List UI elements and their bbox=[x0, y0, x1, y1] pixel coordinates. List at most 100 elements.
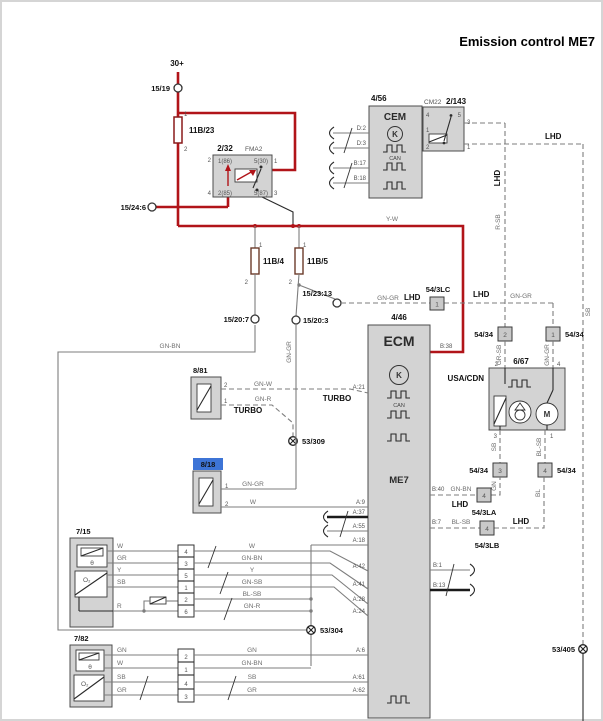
svg-text:15/20:7: 15/20:7 bbox=[224, 315, 249, 324]
splice-54-3lc[interactable]: 1 54/3LC bbox=[426, 285, 451, 311]
svg-text:4: 4 bbox=[557, 362, 561, 368]
wires-7-82-right: GN GN-BN SB GR A:6 A:61 A:62 bbox=[194, 647, 368, 701]
svg-text:M: M bbox=[544, 410, 551, 419]
svg-text:3: 3 bbox=[274, 191, 278, 197]
component-8-81[interactable]: 8/81 2 1 bbox=[190, 366, 228, 420]
svg-text:5(30): 5(30) bbox=[254, 159, 268, 165]
svg-text:CM22: CM22 bbox=[424, 99, 442, 106]
splice-54-34-2[interactable]: 2 54/34 bbox=[474, 326, 513, 342]
wire-label: GN-GR bbox=[510, 293, 532, 300]
fuse-11b23[interactable]: 11B/23 1 2 bbox=[173, 112, 215, 153]
svg-text:2/143: 2/143 bbox=[446, 97, 467, 106]
relay-2-32[interactable]: 2/32 FMA2 2 4 1(86) 5(30) 2(85) 5(87) 1 … bbox=[208, 144, 278, 198]
wire-label: BL-SB bbox=[452, 519, 471, 526]
ground-53-405[interactable]: 53/405 bbox=[552, 644, 588, 654]
svg-text:ECM: ECM bbox=[383, 333, 414, 349]
lhd-label: LHD bbox=[404, 293, 421, 302]
svg-text:B:40: B:40 bbox=[432, 487, 445, 493]
splice-54-34-1[interactable]: 1 54/34 bbox=[545, 326, 585, 342]
cem-module[interactable]: 4/56 CEM K CAN bbox=[368, 94, 423, 199]
wire-label: GN-GR bbox=[377, 295, 399, 302]
svg-text:4: 4 bbox=[426, 113, 430, 119]
connector-15-20-3[interactable]: 15/20:3 bbox=[291, 315, 328, 325]
connector-15-23-13[interactable]: 15/23:13 bbox=[302, 289, 342, 308]
wire-label: SB bbox=[585, 308, 592, 317]
svg-text:CAN: CAN bbox=[393, 403, 405, 409]
svg-text:1: 1 bbox=[303, 243, 307, 249]
wire-b40-lhd: B:40 GN-BN LHD GN bbox=[430, 477, 501, 509]
wire-turbo-signal: GN-W TURBO A:21 bbox=[221, 381, 369, 403]
wires-8-18: GN-GR W A:9 bbox=[221, 481, 368, 508]
svg-text:4: 4 bbox=[184, 550, 188, 556]
svg-text:4: 4 bbox=[485, 526, 489, 533]
sensor-7-82[interactable]: 7/82 θ O₂ bbox=[69, 634, 113, 708]
svg-text:15/20:3: 15/20:3 bbox=[303, 316, 328, 325]
wire-label: GN-BN bbox=[242, 555, 263, 562]
wire-label: GN-W bbox=[254, 381, 273, 388]
svg-text:2: 2 bbox=[245, 280, 249, 286]
svg-text:5: 5 bbox=[184, 574, 188, 580]
wire-a18: A:18 bbox=[311, 538, 368, 546]
lhd-label: LHD bbox=[452, 500, 469, 509]
svg-text:D:2: D:2 bbox=[357, 126, 367, 132]
svg-text:1: 1 bbox=[184, 112, 188, 118]
svg-text:11B/5: 11B/5 bbox=[307, 257, 328, 266]
svg-text:A:42: A:42 bbox=[353, 564, 366, 570]
ground-53-309[interactable]: 53/309 bbox=[288, 436, 325, 446]
ground-icon bbox=[578, 644, 588, 654]
splice-54-3la[interactable]: 4 54/3LA bbox=[472, 487, 497, 517]
svg-text:3: 3 bbox=[184, 562, 188, 568]
component-8-18[interactable]: 8/18 1 2 bbox=[192, 458, 229, 514]
page-title: Emission control ME7 bbox=[459, 34, 595, 49]
svg-text:1: 1 bbox=[224, 399, 228, 405]
splice-54-3lb[interactable]: 4 54/3LB bbox=[475, 520, 500, 550]
connector-15-24-6[interactable]: 15/24:6 bbox=[121, 202, 157, 212]
svg-text:15/24:6: 15/24:6 bbox=[121, 203, 146, 212]
connector-15-19[interactable]: 15/19 bbox=[151, 83, 183, 93]
ground-icon bbox=[306, 625, 316, 635]
fuse-11b4[interactable]: 11B/4 1 2 bbox=[245, 243, 285, 286]
wire-twisted-pair-b1-b13: B:1 B:13 bbox=[430, 563, 476, 597]
relay-switch-icon bbox=[252, 165, 263, 192]
region-label: USA/CDN bbox=[448, 374, 485, 383]
svg-text:2: 2 bbox=[208, 158, 212, 164]
wire-label: GN-SB bbox=[242, 579, 263, 586]
svg-text:53/309: 53/309 bbox=[302, 437, 325, 446]
svg-text:1: 1 bbox=[225, 484, 229, 490]
svg-text:2: 2 bbox=[224, 383, 228, 389]
wire-label: Y bbox=[117, 567, 122, 574]
fuse-11b5[interactable]: 11B/5 1 2 bbox=[289, 243, 329, 286]
wire-label: R-SB bbox=[495, 214, 502, 230]
fuse-output-wires bbox=[254, 273, 336, 317]
splice-54-34-4[interactable]: 4 54/34 bbox=[537, 462, 577, 478]
svg-text:4/46: 4/46 bbox=[391, 313, 407, 322]
svg-text:54/34: 54/34 bbox=[565, 330, 585, 339]
svg-text:O₂: O₂ bbox=[83, 577, 91, 584]
supply-30-label: 30+ bbox=[170, 59, 184, 68]
lhd-label: LHD bbox=[493, 170, 502, 187]
sensor-7-15[interactable]: 7/15 θ O₂ bbox=[69, 527, 114, 628]
svg-text:A:61: A:61 bbox=[353, 675, 366, 681]
connector-block-7-15[interactable]: 4 3 5 1 2 6 bbox=[177, 544, 195, 618]
lhd-label: LHD bbox=[545, 132, 562, 141]
wire-lhd-right-net: LHD SB LHD R-SB bbox=[464, 122, 592, 721]
ecm-pin-b38: B:38 bbox=[440, 344, 453, 350]
ecm-module[interactable]: 4/46 ECM K CAN ME7 bbox=[367, 313, 431, 719]
svg-text:4/56: 4/56 bbox=[371, 94, 387, 103]
turbo-label: TURBO bbox=[323, 394, 351, 403]
ground-53-304[interactable]: 53/304 bbox=[306, 625, 344, 635]
connector-15-20-7[interactable]: 15/20:7 bbox=[224, 314, 260, 324]
connector-block-7-82[interactable]: 2 1 4 3 bbox=[177, 648, 195, 703]
wires-7-82-left: GN W SB GR bbox=[104, 647, 178, 701]
splice-54-34-3[interactable]: 3 54/34 bbox=[469, 462, 508, 478]
component-6-67[interactable]: 6/67 USA/CDN 2 4 3 1 M bbox=[448, 357, 566, 440]
k-symbol-icon bbox=[387, 126, 403, 142]
wire-label: W bbox=[250, 499, 257, 506]
svg-text:1: 1 bbox=[551, 332, 555, 339]
relay-2-143[interactable]: CM22 2/143 4 5 1 2 3 1 bbox=[422, 97, 471, 152]
svg-text:A:41: A:41 bbox=[353, 582, 366, 588]
svg-text:CAN: CAN bbox=[389, 156, 401, 162]
lhd-label: LHD bbox=[513, 517, 530, 526]
pump-icon bbox=[508, 400, 532, 424]
